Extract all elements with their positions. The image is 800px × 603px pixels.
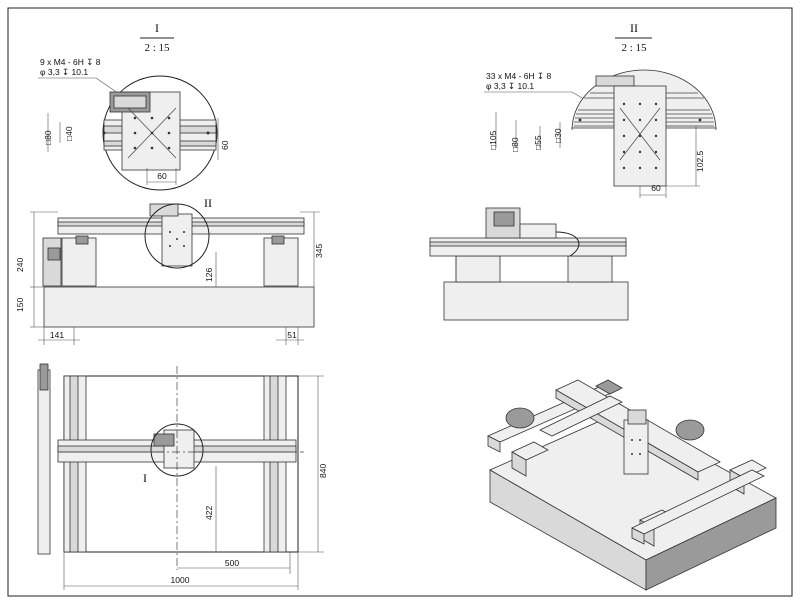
detail-I-dim-60-vertical: 60 xyxy=(220,140,230,150)
detail-I-dim-40: □40 xyxy=(64,126,74,141)
detail-II-label: II xyxy=(630,21,638,35)
side-view xyxy=(429,207,629,321)
detail-II-dim-60: 60 xyxy=(651,183,661,193)
sheet-border xyxy=(7,7,793,597)
detail-I-thread-note: 9 x M4 - 6H ↧ 8 xyxy=(40,57,101,67)
top-view-dim-422: 422 xyxy=(204,506,214,520)
detail-II-dim-30: □30 xyxy=(553,128,563,143)
front-view-dim-345: 345 xyxy=(314,244,324,258)
detail-view-II: II 2 : 15 33 x M4 - 6H ↧ 8 φ 3,3 ↧ 10.1 xyxy=(484,21,717,198)
detail-II-dim-55: □55 xyxy=(533,135,543,150)
detail-I-dim-80: □80 xyxy=(43,130,53,145)
front-view-callout-II: II xyxy=(204,196,212,210)
top-view-detail-I-circle xyxy=(150,423,204,477)
top-view-dim-1000: 1000 xyxy=(171,575,190,585)
detail-view-I: I 2 : 15 9 x M4 - 6H ↧ 8 φ 3,3 ↧ 10.1 □8… xyxy=(38,21,230,191)
front-view-dim-150: 150 xyxy=(15,298,25,312)
front-view-dim-141: 141 xyxy=(50,330,64,340)
detail-II-thread-note: 33 x M4 - 6H ↧ 8 xyxy=(486,71,552,81)
front-view-dim-126: 126 xyxy=(204,268,214,282)
detail-II-hole-note: φ 3,3 ↧ 10.1 xyxy=(486,81,534,91)
detail-I-dim-60-horizontal: 60 xyxy=(157,171,167,181)
detail-I-label: I xyxy=(155,21,159,35)
detail-II-dim-105: □105 xyxy=(488,130,498,150)
top-view-dim-500: 500 xyxy=(225,558,239,568)
front-view-dim-240: 240 xyxy=(15,258,25,272)
front-view-dim-51: 51 xyxy=(287,330,297,340)
detail-II-dim-80: □80 xyxy=(510,137,520,152)
detail-I-scale: 2 : 15 xyxy=(144,42,170,54)
isometric-view xyxy=(487,379,777,591)
top-view-callout-I: I xyxy=(143,471,147,485)
detail-II-scale: 2 : 15 xyxy=(621,42,647,54)
side-view-base xyxy=(443,281,629,321)
side-view-rail xyxy=(429,237,627,257)
isometric-carriage xyxy=(623,419,649,475)
top-view: I 840 422 500 1000 xyxy=(37,363,328,590)
front-view-base xyxy=(43,286,315,328)
front-view-detail-II-circle xyxy=(144,203,210,269)
detail-II-dim-102-5: 102.5 xyxy=(695,150,705,172)
front-view: II 240 150 345 126 141 51 xyxy=(15,196,324,345)
detail-I-hole-note: φ 3,3 ↧ 10.1 xyxy=(40,67,88,77)
top-view-dim-840: 840 xyxy=(318,464,328,478)
